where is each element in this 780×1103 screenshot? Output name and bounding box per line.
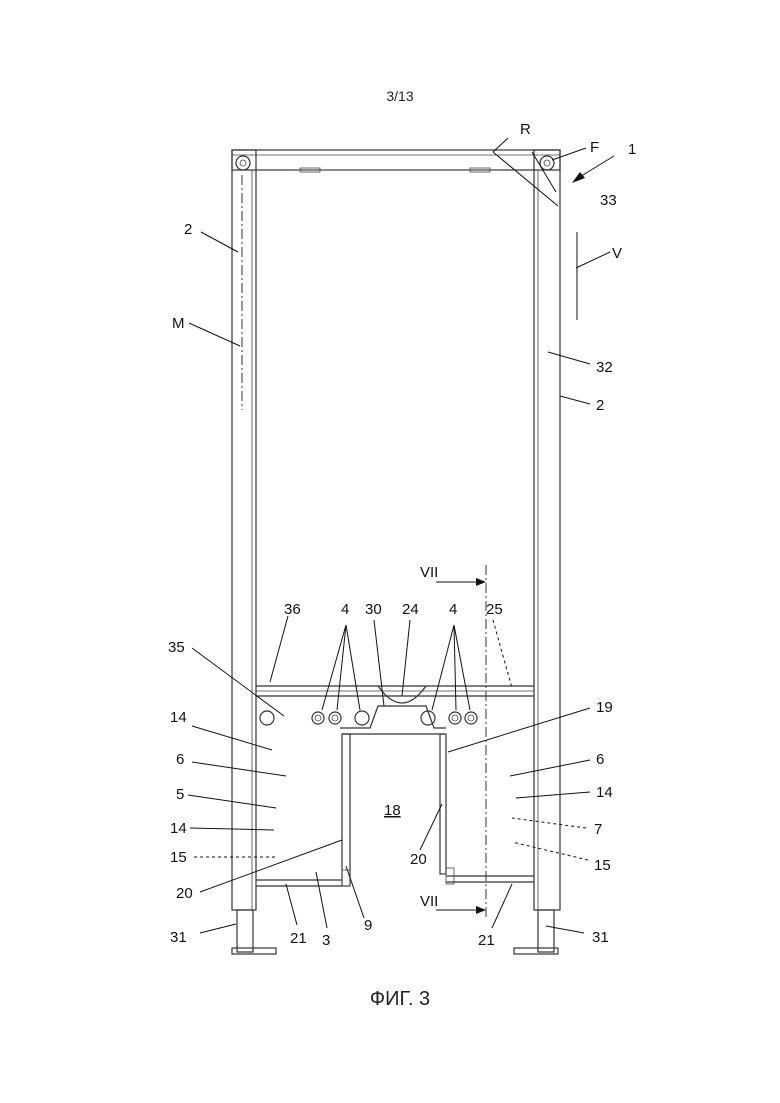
label-25: 25 [486,601,503,618]
figure-caption: ФИГ. 3 [300,988,500,1011]
label-7: 7 [594,821,602,838]
label-18: 18 [384,802,401,819]
label-15-right: 15 [594,857,611,874]
label-R: R [520,121,531,138]
label-21-left: 21 [290,930,307,947]
label-31-right: 31 [592,929,609,946]
label-33: 33 [600,192,617,209]
label-21-right: 21 [478,932,495,949]
label-32: 32 [596,359,613,376]
label-V: V [612,245,622,262]
label-VII-top: VII [420,564,438,581]
label-4-left: 4 [341,601,349,618]
label-15-left: 15 [170,849,187,866]
label-24: 24 [402,601,419,618]
label-1: 1 [628,141,636,158]
label-14-a: 14 [170,709,187,726]
label-F: F [590,139,599,156]
label-2-right: 2 [596,397,604,414]
label-35: 35 [168,639,185,656]
label-14-b: 14 [170,820,187,837]
label-30: 30 [365,601,382,618]
label-31-left: 31 [170,929,187,946]
label-2-left: 2 [184,221,192,238]
label-36: 36 [284,601,301,618]
label-19: 19 [596,699,613,716]
label-VII-bottom: VII [420,893,438,910]
label-5: 5 [176,786,184,803]
label-20-right: 20 [410,851,427,868]
label-3: 3 [322,932,330,949]
label-4-right: 4 [449,601,457,618]
label-6-left: 6 [176,751,184,768]
label-M: M [172,315,185,332]
label-9: 9 [364,917,372,934]
label-14-right: 14 [596,784,613,801]
label-6-right: 6 [596,751,604,768]
frame-structure [232,150,614,954]
reference-labels: R F 1 33 V 2 M 32 2 VII 36 4 30 24 4 25 … [168,121,636,949]
label-20-left: 20 [176,885,193,902]
